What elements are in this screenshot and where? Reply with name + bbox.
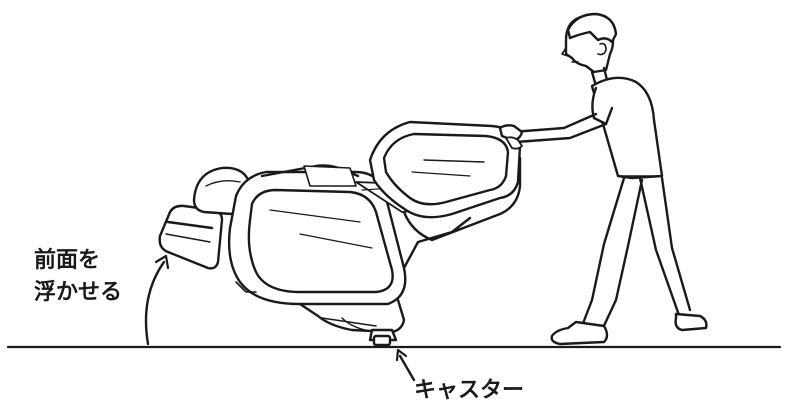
caster-pointer-arrow — [395, 348, 416, 382]
caster-label: キャスター — [414, 378, 525, 403]
massage-chair-illustration — [158, 120, 522, 347]
person-illustration — [498, 12, 708, 346]
lift-front-label-line1: 前面を — [34, 248, 101, 273]
lift-front-label-line2: 浮かせる — [34, 280, 123, 305]
lift-arrow — [144, 254, 170, 346]
